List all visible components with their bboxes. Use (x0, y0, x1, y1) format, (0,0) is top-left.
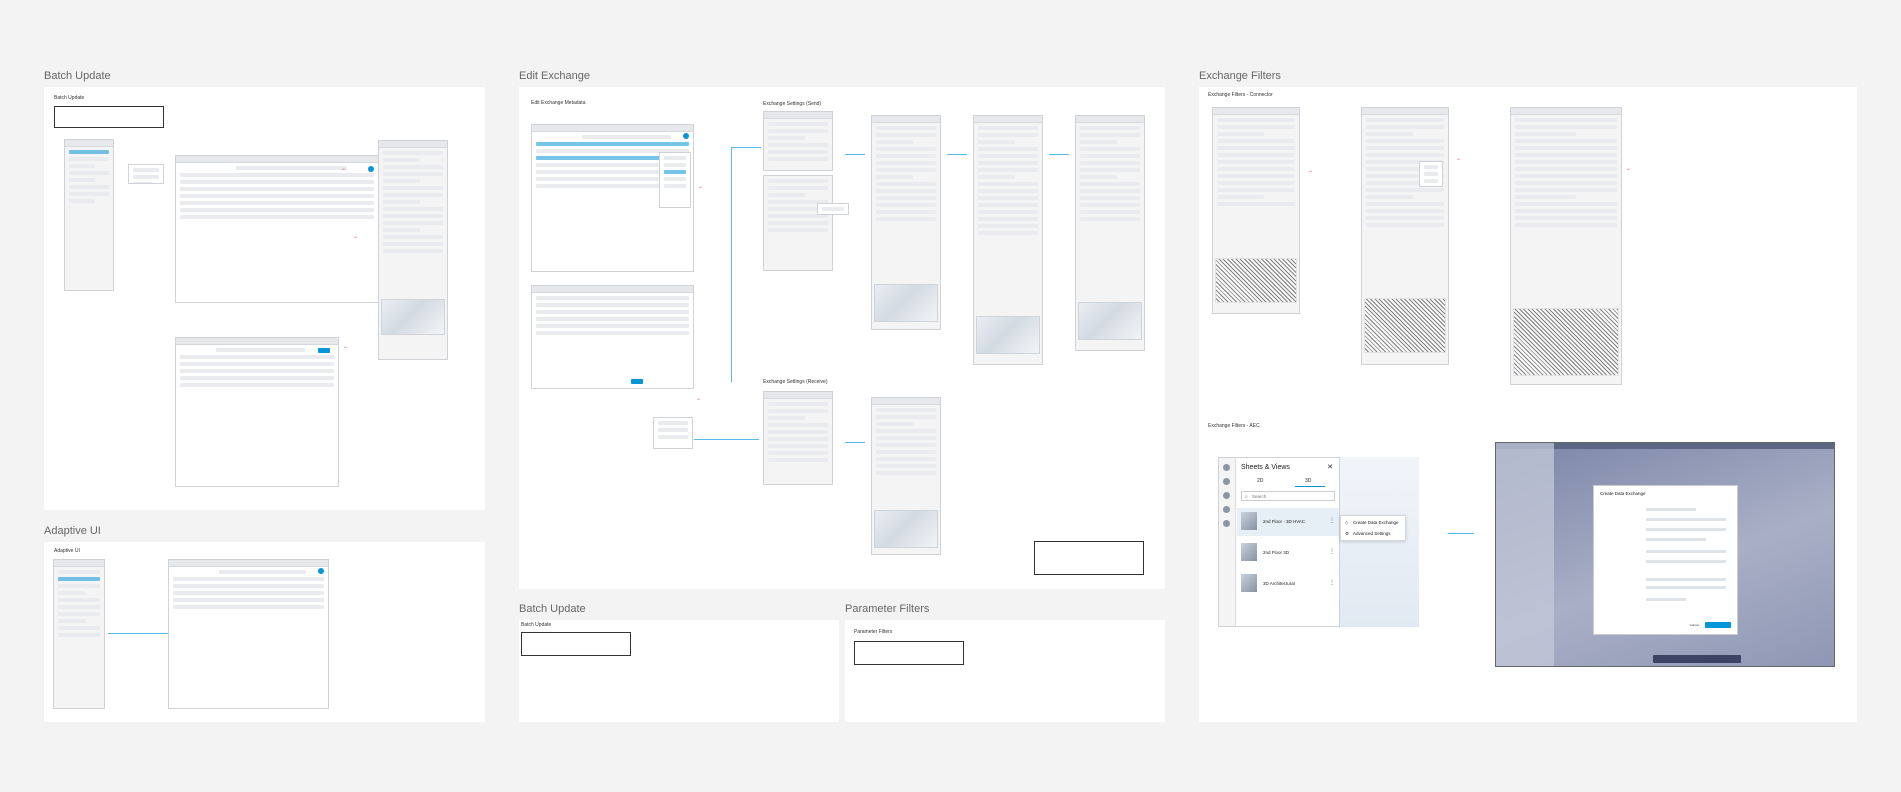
more-icon[interactable]: ⋮ (1329, 549, 1335, 555)
search-icon: ⌕ (1245, 494, 1248, 500)
layers-icon[interactable] (1223, 478, 1230, 485)
menu-item-advanced-settings[interactable]: Advanced Settings (1353, 531, 1391, 536)
gear-icon: ⚙ (1345, 531, 1350, 536)
modal-title: Create Data Exchange (1600, 491, 1646, 496)
create-exchange-screenshot: Create Data Exchange Cancel (1495, 442, 1835, 667)
section-title-batch-update-2: Batch Update (519, 603, 586, 615)
board-label: Exchange Filters - AEC (1208, 423, 1260, 429)
board-batch-update: Batch Update ••• ••• ••• (44, 87, 485, 510)
view-thumbnail (1241, 543, 1257, 561)
board-edit-exchange: Edit Exchange Metadata ••• ••• Exchange … (519, 87, 1165, 589)
panel-title: Sheets & Views (1241, 464, 1290, 471)
update-window-2 (175, 337, 339, 487)
sheets-views-backdrop (1340, 457, 1419, 627)
sticky-note (1034, 541, 1144, 575)
settings-receive-panel (763, 391, 833, 485)
popup-menu (1419, 161, 1443, 187)
settings-receive-step (871, 397, 941, 555)
settings-send-panel (763, 111, 833, 171)
settings-step-1 (871, 115, 941, 330)
board-label: Exchange Settings (Receive) (763, 379, 828, 385)
viewer-toolbar[interactable] (1653, 655, 1741, 663)
close-icon[interactable]: ✕ (1327, 464, 1333, 471)
popup-menu-2 (653, 417, 693, 449)
side-rail (1219, 458, 1236, 626)
adaptive-window (168, 559, 329, 709)
popup-menu (817, 203, 849, 215)
list-item[interactable]: 3D Architectural ⋮ (1237, 570, 1339, 598)
info-icon[interactable] (1223, 520, 1230, 527)
board-label: Parameter Filters (854, 629, 893, 635)
filter-icon[interactable] (1223, 492, 1230, 499)
section-title-exchange-filters: Exchange Filters (1199, 70, 1281, 82)
create-exchange-button[interactable] (1705, 622, 1731, 628)
select-window (531, 285, 694, 389)
settings-step-3 (1075, 115, 1145, 351)
settings-panel (378, 140, 448, 360)
adaptive-panel (53, 559, 105, 709)
section-title-edit-exchange: Edit Exchange (519, 70, 590, 82)
more-icon[interactable]: ⋮ (1329, 518, 1335, 524)
flow-arrow (1448, 533, 1474, 534)
section-title-parameter-filters: Parameter Filters (845, 603, 930, 615)
annotation: ••• (1457, 157, 1461, 161)
board-parameter-filters: Parameter Filters (845, 620, 1165, 722)
section-title-batch-update: Batch Update (44, 70, 111, 82)
context-menu: ◇ Create Data Exchange ⚙ Advanced Settin… (1340, 515, 1406, 541)
board-label: Batch Update (521, 622, 552, 628)
app-left-panel (1496, 443, 1554, 666)
list-item[interactable]: 2nd Floor 3D ⋮ (1237, 539, 1339, 567)
board-batch-update-2: Batch Update (519, 620, 839, 722)
view-label: 3D Architectural (1263, 581, 1295, 586)
section-title-adaptive-ui: Adaptive UI (44, 525, 101, 537)
sticky-note (521, 632, 631, 656)
filter-step-2 (1361, 107, 1449, 365)
view-label: 2nd Floor 3D (1263, 550, 1290, 555)
sticky-note (54, 106, 164, 128)
sticky-note (854, 641, 964, 665)
annotation: ••• (342, 167, 346, 171)
menu-item-create-exchange[interactable]: Create Data Exchange (1353, 520, 1399, 525)
annotation: ••• (697, 397, 701, 401)
annotation: ••• (344, 345, 348, 349)
popup-menu (659, 152, 691, 208)
active-tab-indicator (1295, 486, 1325, 487)
search-placeholder: Search (1252, 494, 1267, 499)
view-thumbnail (1241, 512, 1257, 530)
settings-icon[interactable] (1223, 506, 1230, 513)
connector-panel (64, 139, 114, 291)
board-label: Exchange Filters - Connector (1208, 92, 1273, 98)
exchange-icon: ◇ (1345, 520, 1349, 525)
settings-send-panel-2 (763, 175, 833, 271)
annotation: ••• (1627, 167, 1631, 171)
update-window (175, 155, 379, 303)
cancel-button[interactable]: Cancel (1689, 623, 1699, 627)
filter-step-3 (1510, 107, 1622, 385)
app-titlebar (1496, 443, 1834, 449)
search-input[interactable]: ⌕ Search (1241, 491, 1335, 501)
view-thumbnail (1241, 574, 1257, 592)
tab-3d[interactable]: 3D (1305, 478, 1312, 484)
sheets-views-panel: Sheets & Views ✕ 2D 3D ⌕ Search 2nd Floo… (1218, 457, 1340, 627)
settings-step-2 (973, 115, 1043, 365)
tab-2d[interactable]: 2D (1257, 478, 1264, 484)
board-label: Exchange Settings (Send) (763, 101, 822, 107)
create-exchange-modal: Create Data Exchange Cancel (1593, 485, 1738, 635)
board-label: Batch Update (54, 95, 85, 101)
more-icon[interactable]: ⋮ (1329, 580, 1335, 586)
board-label: Edit Exchange Metadata (531, 100, 586, 106)
popup-menu (128, 164, 164, 184)
annotation: ••• (699, 185, 703, 189)
annotation: ••• (354, 235, 358, 239)
view-label: 2nd Floor - 3D HVAC (1263, 519, 1306, 524)
board-label: Adaptive UI (54, 548, 80, 554)
filter-step-1 (1212, 107, 1300, 314)
home-icon[interactable] (1223, 464, 1230, 471)
board-adaptive-ui: Adaptive UI (44, 542, 485, 722)
list-item[interactable]: 2nd Floor - 3D HVAC ⋮ (1237, 508, 1339, 536)
annotation: ••• (1309, 169, 1313, 173)
